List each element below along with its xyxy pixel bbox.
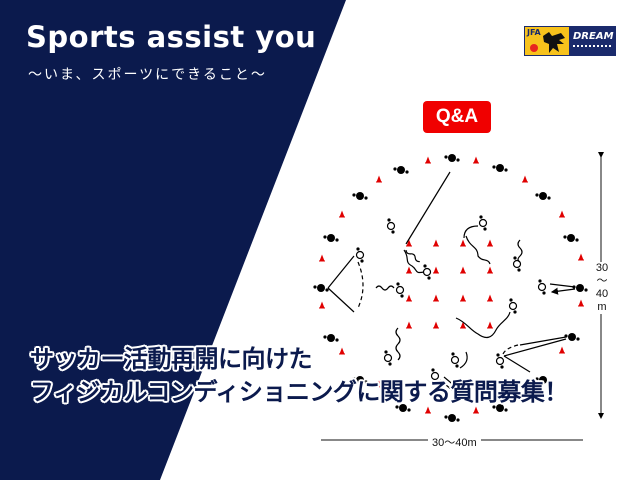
dream-panel: DREAM (569, 27, 615, 55)
dim-v-part: m (597, 301, 607, 313)
ball-icon (530, 44, 538, 52)
jfa-emblem: JFA (525, 27, 569, 55)
headline-line-1: サッカー活動再開に向けた (30, 345, 313, 373)
dream-subtext (573, 45, 611, 49)
horizontal-dimension-label: 30〜40m (428, 434, 481, 450)
jfa-text: JFA (527, 28, 541, 37)
jfa-dream-logo: JFA DREAM (524, 26, 616, 56)
brand-title: Sports assist you (26, 20, 317, 54)
dim-v-part: 〜 (596, 275, 608, 287)
headline-line-2: フィジカルコンディショニングに関する質問募集！ (30, 378, 568, 406)
brand-subtitle: 〜いま、スポーツにできること〜 (28, 67, 267, 83)
dim-v-part: 40 (595, 288, 609, 300)
qa-badge: Q&A (423, 101, 491, 133)
ball-players (355, 214, 547, 385)
crow-icon (543, 32, 565, 53)
drill-lines (327, 171, 576, 391)
dim-v-part: 30 (595, 262, 609, 274)
vertical-dimension-label: 30 〜 40 m (594, 262, 610, 314)
inner-cone-grid (406, 239, 493, 329)
dream-text: DREAM (573, 31, 614, 42)
